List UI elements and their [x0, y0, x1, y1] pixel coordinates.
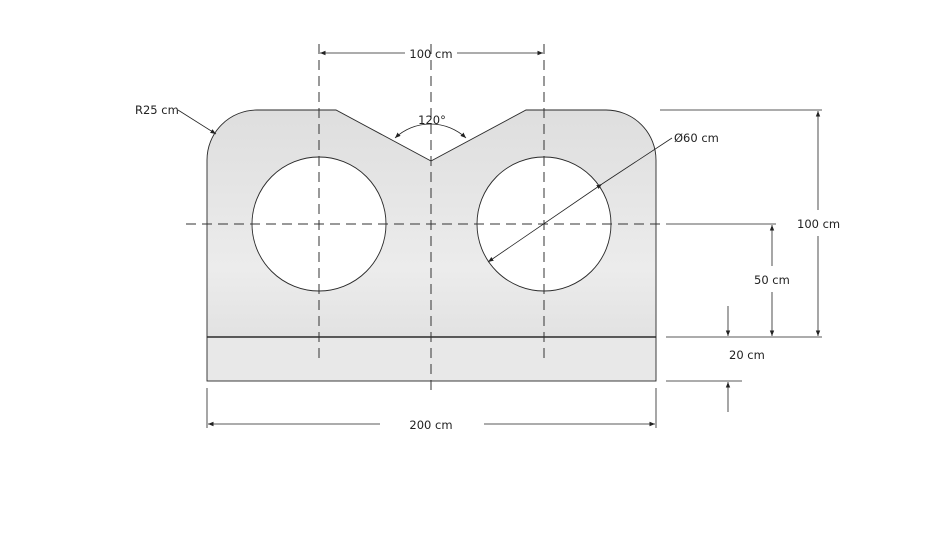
base-plate: [206, 336, 657, 382]
total-height-label: 100 cm: [797, 217, 840, 231]
radius-label: R25 cm: [135, 103, 179, 117]
diameter-label: Ø60 cm: [674, 131, 719, 145]
angle-label: 120°: [418, 113, 446, 127]
top-width-label: 100 cm: [409, 47, 452, 61]
diameter-leader: [601, 137, 673, 185]
total-width-label: 200 cm: [409, 418, 452, 432]
center-height-label: 50 cm: [754, 273, 790, 287]
diameter-line: [487, 183, 603, 263]
angle-arc: [394, 123, 467, 139]
base-height-label: 20 cm: [729, 348, 765, 362]
radius-leader: [177, 109, 217, 135]
